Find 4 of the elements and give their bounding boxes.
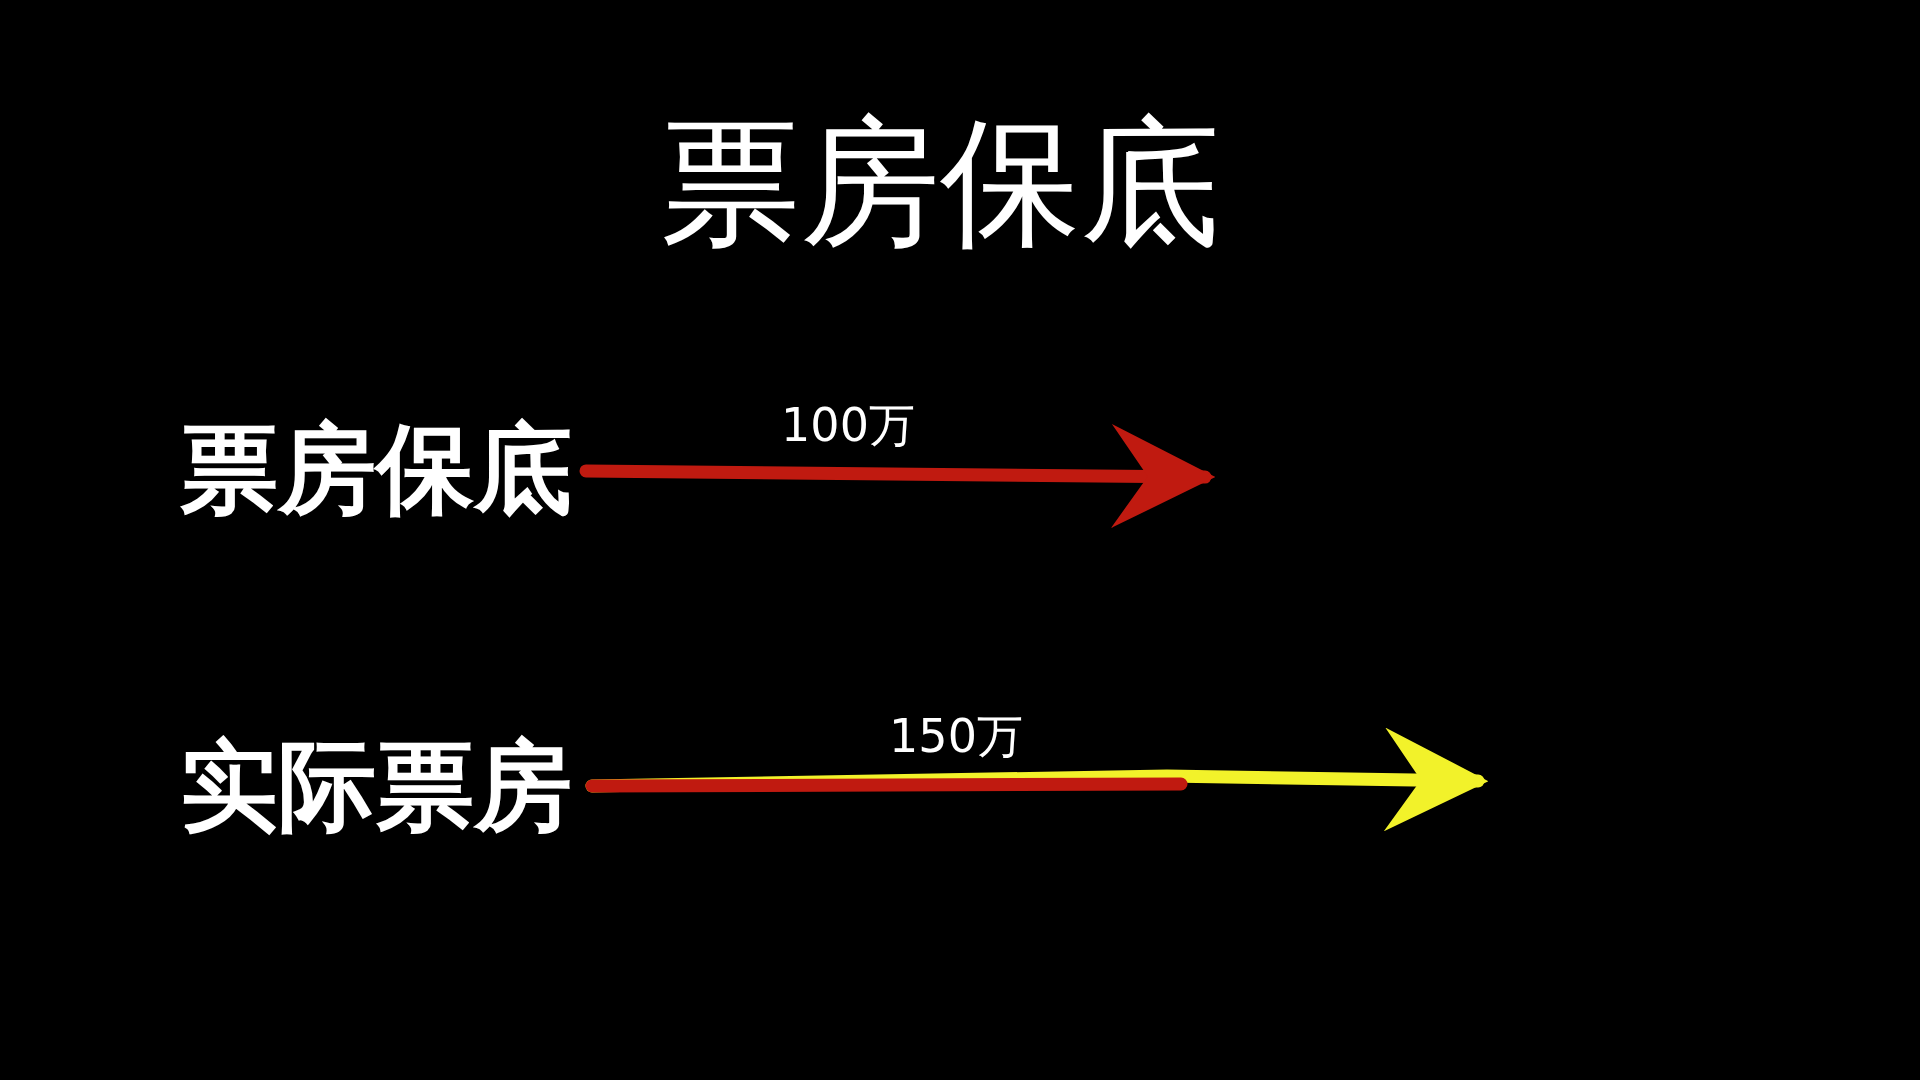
row-label: 实际票房 — [180, 722, 572, 854]
title: 票房保底 — [660, 100, 1220, 266]
row-label: 票房保底 — [180, 405, 572, 537]
arrow — [579, 424, 1216, 529]
